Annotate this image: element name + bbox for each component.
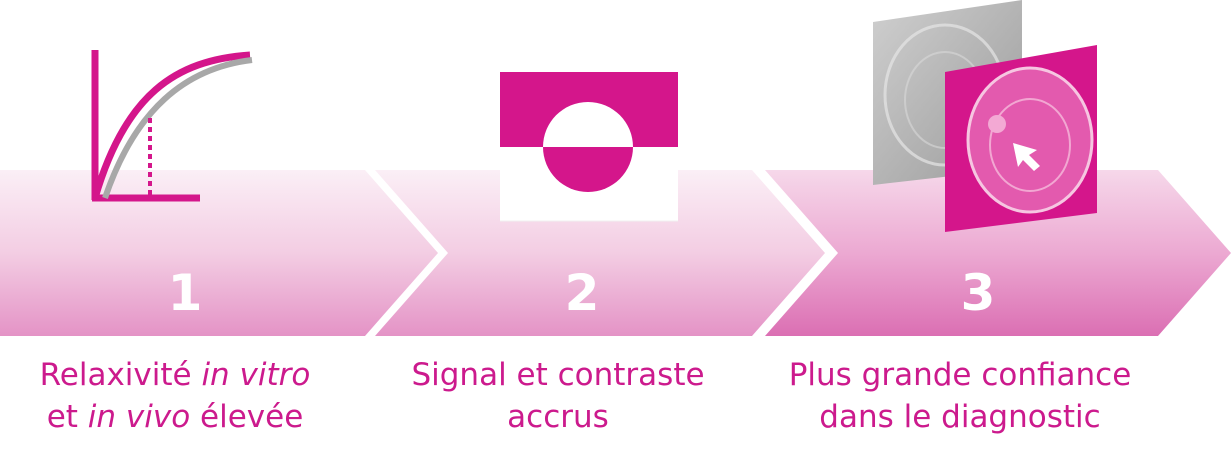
step-2-caption: Signal et contraste accrus bbox=[411, 357, 705, 435]
chevron-arrow-1 bbox=[0, 170, 438, 336]
brain-mri-icon bbox=[873, 0, 1097, 232]
step-1-caption: Relaxivité in vitro et in vivo élevée bbox=[39, 357, 311, 435]
signal-contrast-icon bbox=[500, 72, 678, 222]
chevron-arrow-3 bbox=[765, 170, 1231, 336]
step-1-number: 1 bbox=[167, 264, 203, 322]
chevron-arrow-2 bbox=[375, 170, 825, 336]
relaxivity-curve-icon bbox=[91, 50, 253, 202]
step-2-number: 2 bbox=[564, 264, 600, 322]
step-3-caption: Plus grande confiance dans le diagnostic bbox=[788, 357, 1132, 435]
step-3-number: 3 bbox=[960, 264, 996, 322]
